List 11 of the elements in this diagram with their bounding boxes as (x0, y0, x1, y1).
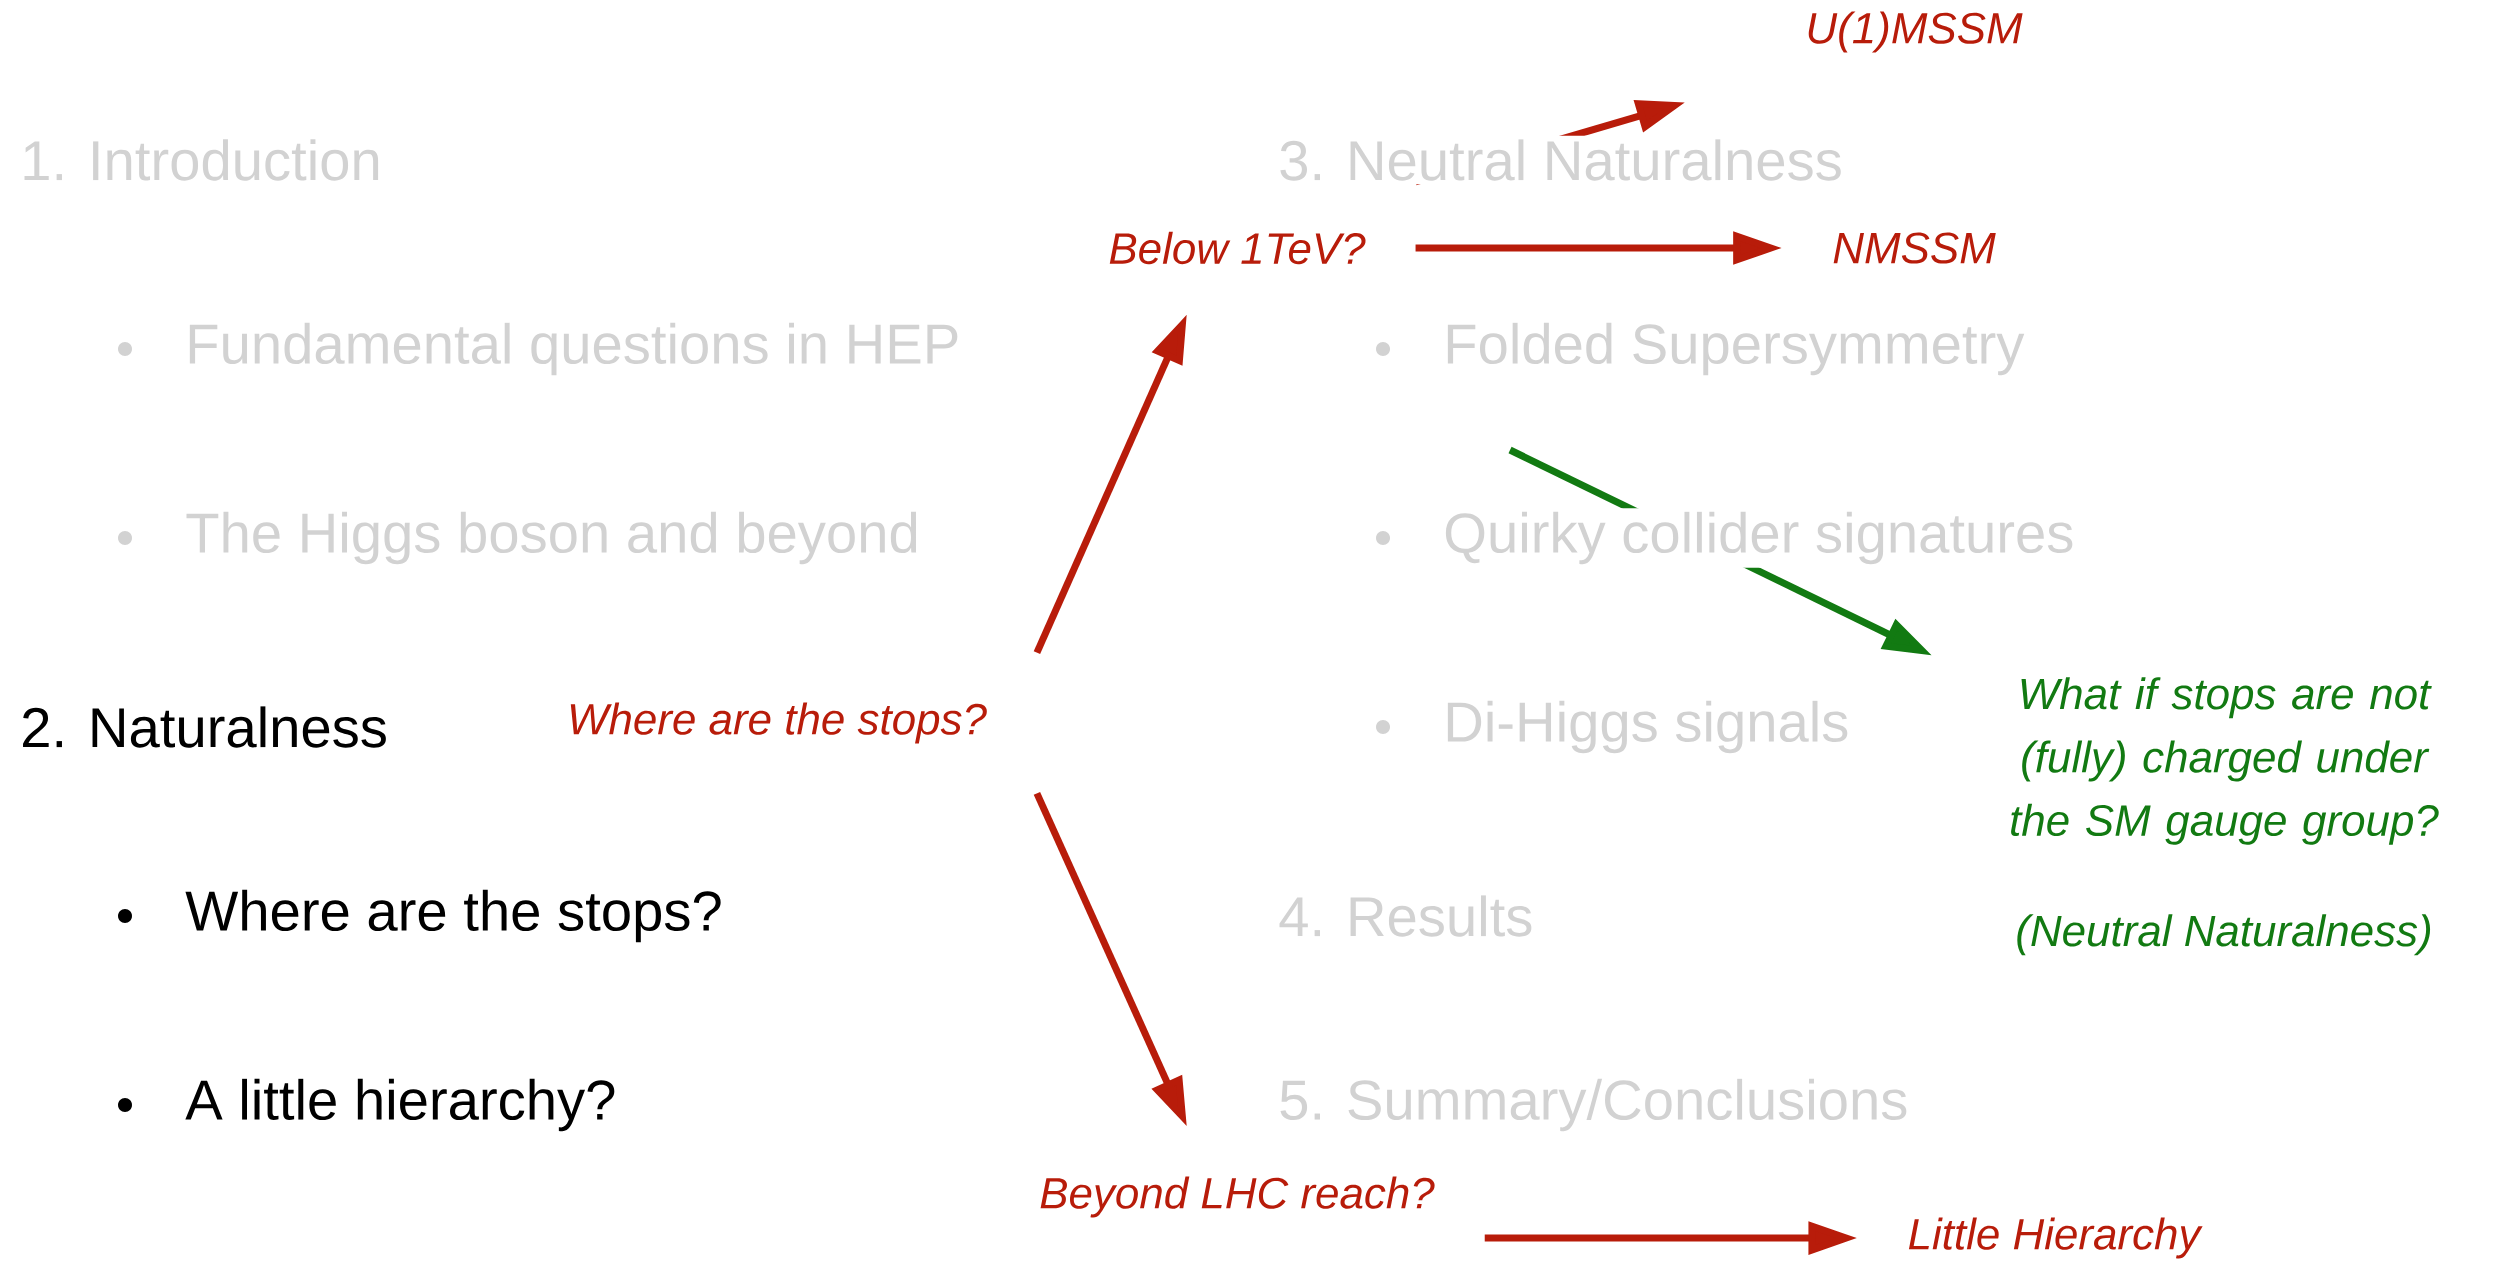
outline-item: Where are the stops? (181, 886, 727, 946)
question-text: NMSSM (1833, 232, 1996, 264)
question-text: Little Hierarchy (1908, 1217, 2203, 1259)
annotation-text: (Neutral Naturalness) (2017, 914, 2431, 956)
question-text: Below 1TeV? (1109, 231, 1366, 265)
outline-item: 2. Naturalness (16, 702, 392, 752)
question-text: Beyond LHC reach? (1040, 1176, 1435, 1218)
question-text: Where are the stops? (570, 702, 987, 744)
outline-item: A little hierarchy? (181, 1075, 621, 1135)
question-text: U(1)MSSM (1808, 11, 2023, 53)
annotation-text: What if stops are not (fully) charged under the SM gauge group? (2011, 677, 2439, 845)
